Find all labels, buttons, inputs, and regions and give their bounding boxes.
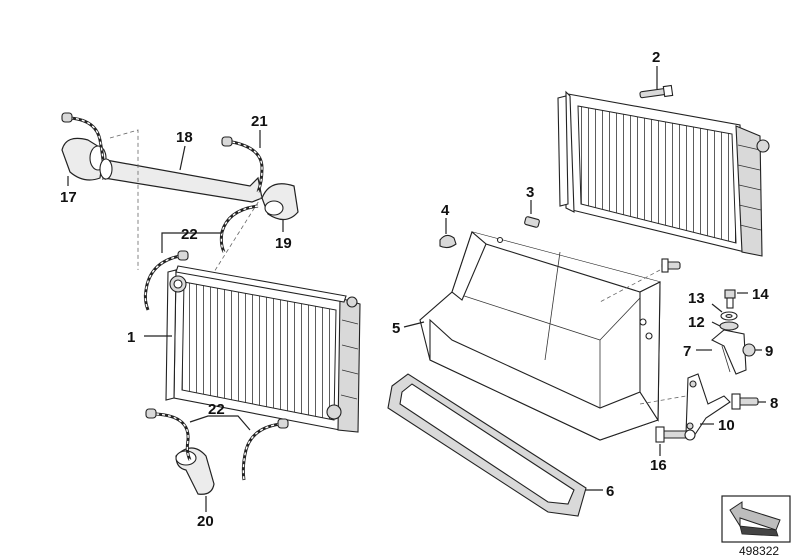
callout-20: 20 bbox=[197, 513, 214, 530]
callout-21: 21 bbox=[251, 113, 268, 130]
callout-10: 10 bbox=[718, 417, 735, 434]
sensor-cable-22-upper-icon bbox=[143, 204, 259, 311]
callout-19: 19 bbox=[275, 235, 292, 252]
sensor-cable-21-icon bbox=[221, 136, 264, 193]
callout-14: 14 bbox=[752, 286, 769, 303]
callout-2: 2 bbox=[652, 49, 660, 66]
bracket-7-icon bbox=[711, 329, 747, 375]
seal-frame-icon bbox=[387, 373, 587, 517]
callout-22-lower: 22 bbox=[208, 401, 225, 418]
callout-5: 5 bbox=[392, 320, 400, 337]
radiator-lower-icon bbox=[165, 265, 361, 433]
bolt-2-icon bbox=[639, 84, 674, 99]
callout-1: 1 bbox=[127, 329, 135, 346]
callout-9: 9 bbox=[765, 343, 773, 360]
hose-20-icon bbox=[175, 447, 215, 495]
callout-6: 6 bbox=[606, 483, 614, 500]
sensor-cable-22-lower-icon bbox=[145, 408, 289, 481]
bolt-14-icon bbox=[724, 289, 736, 309]
document-number: 498322 bbox=[739, 544, 779, 558]
bolt-16-icon bbox=[655, 426, 696, 443]
callout-7: 7 bbox=[683, 343, 691, 360]
bolt-8-icon bbox=[731, 393, 759, 410]
callout-13: 13 bbox=[688, 290, 705, 307]
direction-arrow-icon bbox=[721, 495, 791, 543]
washer-13-icon bbox=[720, 311, 738, 321]
washer-12-icon bbox=[719, 321, 739, 331]
callout-12: 12 bbox=[688, 314, 705, 331]
callout-17: 17 bbox=[60, 189, 77, 206]
callout-3: 3 bbox=[526, 184, 534, 201]
callout-4: 4 bbox=[441, 202, 450, 219]
callout-18: 18 bbox=[176, 129, 193, 146]
callout-8: 8 bbox=[770, 395, 778, 412]
callout-22-upper: 22 bbox=[181, 226, 198, 243]
hose-19-icon bbox=[261, 183, 299, 221]
grommet-9-icon bbox=[742, 343, 756, 357]
air-duct-icon bbox=[419, 231, 661, 441]
bolt-duct-icon bbox=[661, 258, 681, 273]
callout-16: 16 bbox=[650, 457, 667, 474]
bolt-3-icon bbox=[524, 216, 540, 228]
radiator-upper-icon bbox=[557, 90, 770, 257]
clip-4-icon bbox=[439, 234, 457, 249]
